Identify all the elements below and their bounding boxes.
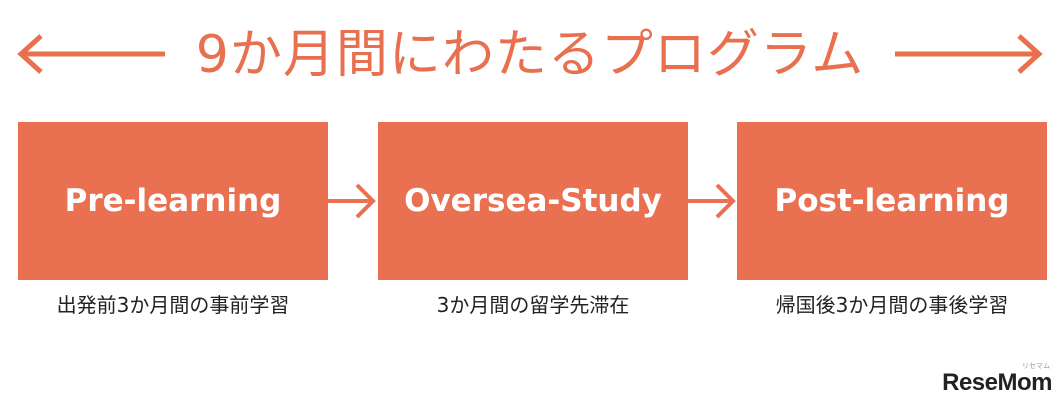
arrow-right-icon — [687, 183, 736, 219]
step-label: Pre-learning — [64, 183, 282, 219]
step-label: Oversea-Study — [404, 183, 662, 219]
step-caption: 出発前3か月間の事前学習 — [56, 293, 290, 317]
step-box-post-learning: Post-learning — [737, 122, 1047, 280]
resemom-logo: リセマム ReseMom — [942, 363, 1052, 397]
program-title: 9か月間にわたるプログラム — [195, 25, 865, 85]
step-caption: 3か月間の留学先滞在 — [436, 293, 630, 317]
step-label: Post-learning — [774, 183, 1010, 219]
step-box-oversea-study: Oversea-Study — [378, 122, 688, 280]
step-caption: 帰国後3か月間の事後学習 — [775, 293, 1009, 317]
logo-kana: リセマム — [1022, 363, 1050, 370]
arrow-right-icon — [327, 183, 376, 219]
left-arrow-icon — [17, 34, 165, 74]
right-arrow-icon — [895, 34, 1043, 74]
step-box-pre-learning: Pre-learning — [18, 122, 328, 280]
logo-text: ReseMom — [942, 369, 1052, 396]
